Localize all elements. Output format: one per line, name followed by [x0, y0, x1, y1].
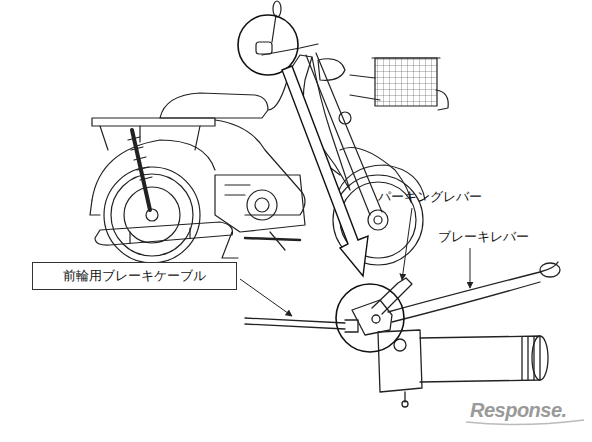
leader-line: [240, 279, 292, 316]
leader-line: [470, 248, 471, 288]
brake-lever-assembly: [245, 262, 560, 407]
callout-box: 前輪用ブレーキケーブル: [32, 262, 237, 290]
zoom-arrow: [282, 66, 368, 276]
callout-text: 前輪用ブレーキケーブル: [43, 267, 226, 285]
part-label: ブレーキレバー: [438, 228, 529, 246]
watermark: Response.: [470, 399, 567, 422]
part-label: パーキングレバー: [378, 188, 482, 206]
leader-line: [402, 208, 412, 280]
detail-circle: [336, 284, 404, 352]
motorcycle: [90, 1, 448, 265]
detail-circle: [238, 15, 298, 75]
